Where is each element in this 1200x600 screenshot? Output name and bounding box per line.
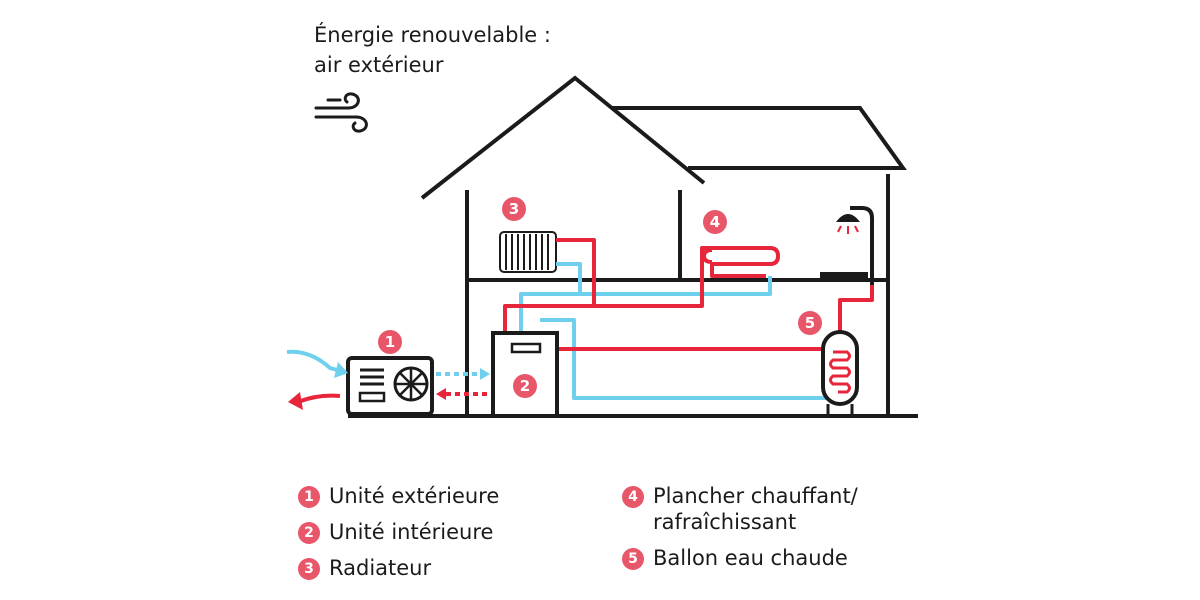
legend-badge: 3 (298, 558, 320, 580)
legend-badge: 5 (622, 548, 644, 570)
legend-label: Ballon eau chaude (653, 546, 848, 570)
svg-text:2: 2 (520, 377, 530, 395)
legend-item: 5 Ballon eau chaude (622, 545, 858, 571)
shower-icon (820, 206, 874, 285)
legend-right: 4 Plancher chauffant/ rafraîchissant 5 B… (622, 483, 858, 581)
legend-badge: 1 (298, 486, 320, 508)
legend-label: Radiateur (329, 556, 432, 580)
diagram-caption: Énergie renouvelable : air extérieur (314, 20, 551, 80)
svg-text:3: 3 (509, 200, 519, 218)
hot-pipes (503, 238, 874, 351)
hot-water-tank (821, 330, 859, 416)
outdoor-unit (346, 356, 434, 416)
refrigerant-hot-arrow (436, 388, 490, 400)
legend-item: 3 Radiateur (298, 555, 499, 581)
legend-left: 1 Unité extérieure 2 Unité intérieure 3 … (298, 483, 499, 591)
wind-icon (314, 92, 368, 133)
legend-label: Plancher chauffant/ (653, 484, 858, 508)
caption-line-2: air extérieur (314, 53, 444, 77)
legend-item: 2 Unité intérieure (298, 519, 499, 545)
svg-text:5: 5 (805, 314, 815, 332)
air-in-arrow (286, 349, 348, 378)
legend-badge: 4 (622, 486, 644, 508)
legend-label: Unité extérieure (329, 484, 500, 508)
svg-text:1: 1 (385, 333, 395, 351)
refrigerant-cold-arrow (436, 368, 490, 380)
marker-4: 4 (703, 210, 727, 234)
legend-item: 4 Plancher chauffant/ rafraîchissant (622, 483, 858, 535)
marker-3: 3 (502, 197, 526, 221)
marker-1: 1 (378, 330, 402, 354)
air-out-arrow (288, 392, 341, 410)
svg-text:4: 4 (710, 213, 720, 231)
legend-badge: 2 (298, 522, 320, 544)
marker-2: 2 (513, 374, 537, 398)
floor-heating-coil (701, 248, 713, 264)
legend-label: rafraîchissant (653, 510, 797, 534)
house-outline (348, 75, 918, 418)
legend-item: 1 Unité extérieure (298, 483, 499, 509)
marker-5: 5 (798, 311, 822, 335)
legend-label: Unité intérieure (329, 520, 494, 544)
caption-line-1: Énergie renouvelable : (314, 23, 551, 47)
cold-pipes (519, 262, 835, 400)
radiator-icon (499, 231, 557, 273)
